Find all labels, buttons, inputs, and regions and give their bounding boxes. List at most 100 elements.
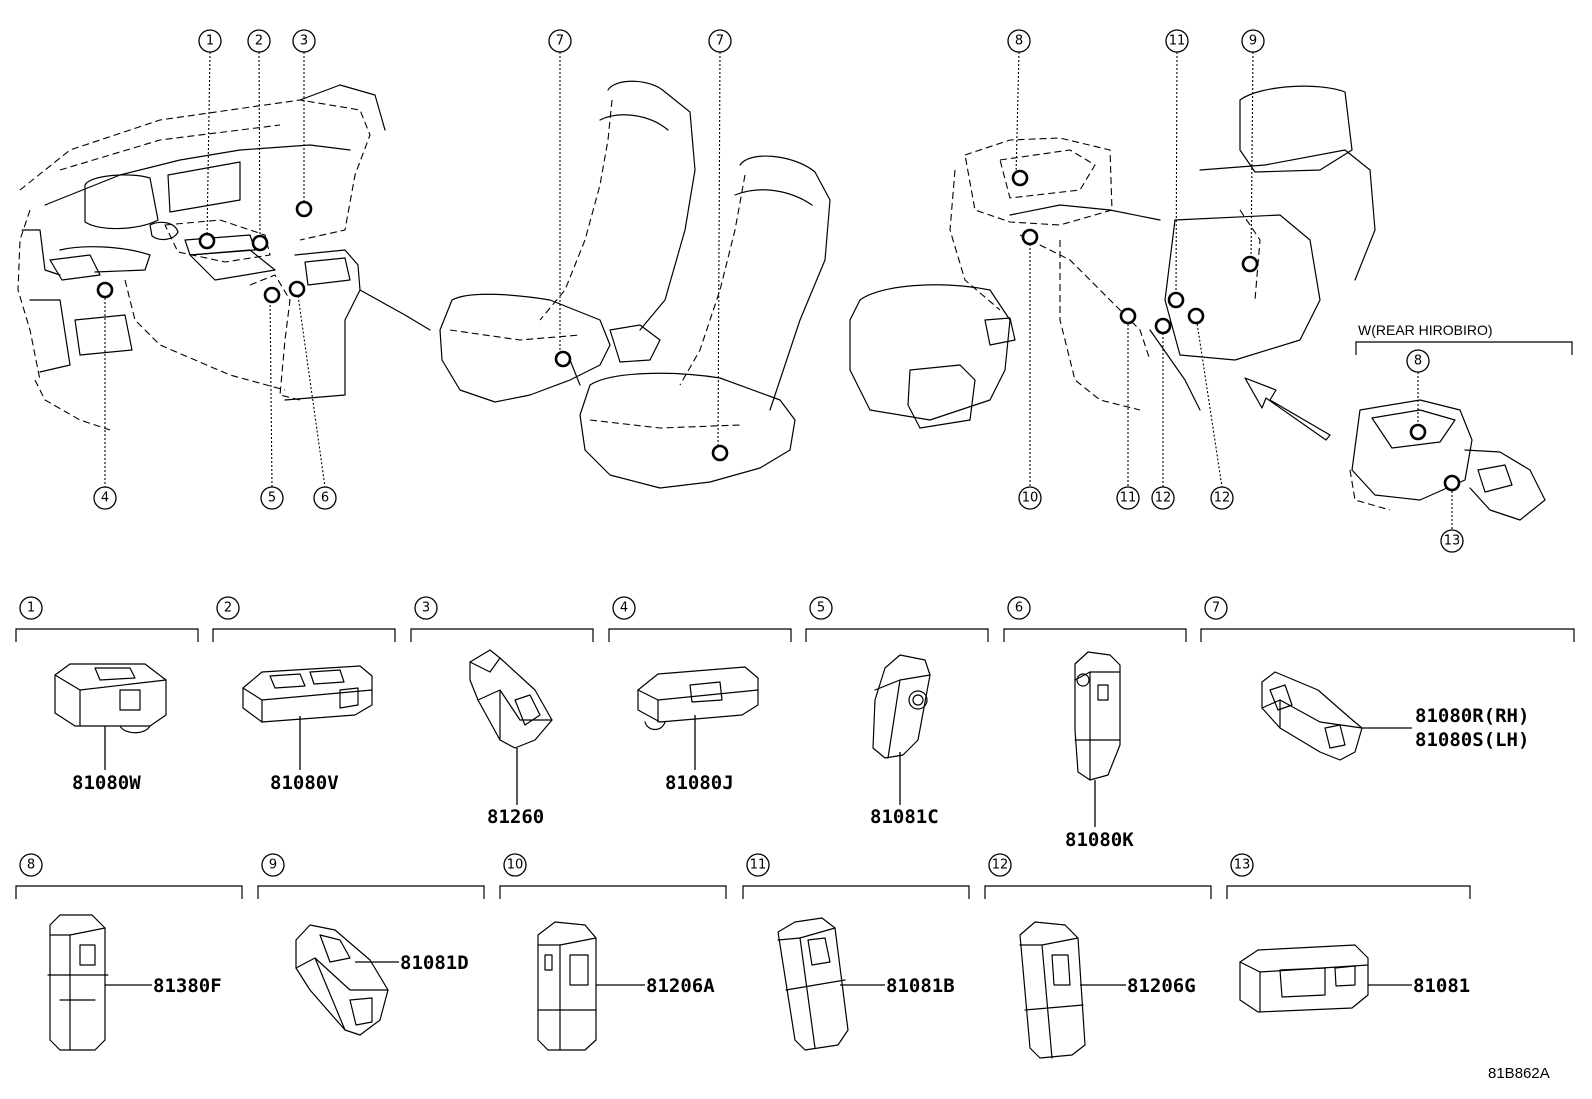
svg-text:7: 7	[1212, 601, 1220, 616]
svg-text:11: 11	[750, 858, 767, 873]
callout-8a: 8	[1007, 29, 1031, 53]
part-ref-12: 12	[984, 853, 1212, 899]
part-ref-8: 8	[15, 853, 243, 899]
svg-text:3: 3	[300, 34, 308, 49]
part-ref-4: 4	[608, 596, 792, 642]
callout-points	[96, 169, 1461, 492]
connector-81081B	[777, 917, 885, 1051]
svg-text:1: 1	[27, 601, 35, 616]
connector-81206A	[537, 921, 645, 1051]
part-ref-2: 2	[212, 596, 396, 642]
parts-row-2: 8 9 10 11 12 13 81380F 81081D	[15, 853, 1471, 1059]
leader-lines	[104, 51, 1453, 530]
part-ref-5: 5	[805, 596, 989, 642]
part-number-81080V: 81080V	[270, 772, 339, 794]
svg-text:6: 6	[321, 491, 329, 506]
part-number-81081C: 81081C	[870, 806, 939, 828]
part-number-81080K: 81080K	[1065, 829, 1134, 851]
callout-7b: 7	[708, 29, 732, 53]
connector-81206G	[1019, 921, 1126, 1059]
svg-text:8: 8	[1414, 354, 1422, 369]
svg-text:13: 13	[1444, 534, 1461, 549]
svg-text:4: 4	[101, 491, 109, 506]
svg-text:12: 12	[992, 858, 1009, 873]
part-number-81080R: 81080R(RH)	[1415, 705, 1529, 727]
connector-81081D	[295, 924, 399, 1036]
part-ref-3: 3	[410, 596, 594, 642]
svg-text:7: 7	[556, 34, 564, 49]
svg-text:10: 10	[1022, 491, 1039, 506]
connector-81080V	[242, 665, 373, 770]
callout-10: 10	[1018, 486, 1042, 510]
svg-text:12: 12	[1214, 491, 1231, 506]
part-number-81260: 81260	[487, 806, 544, 828]
diagram-reference-code: 81B862A	[1488, 1065, 1550, 1082]
rear-seats-illustration	[849, 85, 1376, 441]
part-ref-1: 1	[15, 596, 199, 642]
front-seats-illustration	[439, 80, 831, 489]
callout-3: 3	[292, 29, 316, 53]
svg-text:2: 2	[224, 601, 232, 616]
part-ref-11: 11	[742, 853, 970, 899]
svg-text:11: 11	[1120, 491, 1137, 506]
svg-text:5: 5	[817, 601, 825, 616]
console-detail-illustration	[1349, 399, 1546, 521]
connector-81380F	[47, 914, 152, 1051]
callout-1: 1	[198, 29, 222, 53]
variant-label: W(REAR HIROBIRO)	[1358, 322, 1493, 338]
connector-81260	[469, 649, 553, 805]
connector-81080J	[637, 666, 759, 770]
callout-2: 2	[247, 29, 271, 53]
callout-12a: 12	[1151, 486, 1175, 510]
part-number-81080S: 81080S(LH)	[1415, 729, 1529, 751]
callout-11b: 11	[1116, 486, 1140, 510]
connector-81080W	[54, 663, 167, 770]
svg-text:7: 7	[716, 34, 724, 49]
part-number-81081B: 81081B	[886, 975, 955, 997]
connector-81080K	[1074, 651, 1121, 827]
callout-9: 9	[1241, 29, 1265, 53]
part-number-81081D: 81081D	[400, 952, 469, 974]
callout-7a: 7	[548, 29, 572, 53]
callout-11a: 11	[1165, 29, 1189, 53]
part-ref-13: 13	[1226, 853, 1471, 899]
svg-text:3: 3	[422, 601, 430, 616]
svg-text:13: 13	[1234, 858, 1251, 873]
svg-text:9: 9	[269, 858, 277, 873]
parts-row-1: 1 2 3 4 5 6 7 81080W 81080V	[15, 596, 1575, 851]
connector-81081	[1239, 944, 1412, 1013]
svg-text:6: 6	[1015, 601, 1023, 616]
part-number-81081: 81081	[1413, 975, 1470, 997]
svg-text:9: 9	[1249, 34, 1257, 49]
callout-5: 5	[260, 486, 284, 510]
connector-81080RS	[1261, 671, 1412, 761]
callout-8b: 8	[1406, 349, 1430, 373]
part-number-81206G: 81206G	[1127, 975, 1196, 997]
part-ref-7: 7	[1200, 596, 1575, 642]
top-callouts: 1 2 3 4 5 6 7 7 8 11 9 10 11 12 12 8 13	[93, 29, 1464, 553]
callout-4: 4	[93, 486, 117, 510]
part-number-81380F: 81380F	[153, 975, 222, 997]
callout-13: 13	[1440, 529, 1464, 553]
connector-81081C	[872, 654, 931, 805]
callout-12b: 12	[1210, 486, 1234, 510]
callout-6: 6	[313, 486, 337, 510]
svg-text:5: 5	[268, 491, 276, 506]
svg-text:2: 2	[255, 34, 263, 49]
part-number-81080J: 81080J	[665, 772, 734, 794]
svg-text:12: 12	[1155, 491, 1172, 506]
part-number-81206A: 81206A	[646, 975, 715, 997]
svg-text:1: 1	[206, 34, 214, 49]
variant-bracket: W(REAR HIROBIRO)	[1355, 322, 1573, 355]
part-ref-10: 10	[499, 853, 727, 899]
part-ref-6: 6	[1003, 596, 1187, 642]
svg-text:10: 10	[507, 858, 524, 873]
svg-text:8: 8	[1015, 34, 1023, 49]
dashboard-illustration	[17, 84, 431, 431]
part-ref-9: 9	[257, 853, 485, 899]
svg-text:11: 11	[1169, 34, 1186, 49]
svg-text:4: 4	[620, 601, 628, 616]
svg-text:8: 8	[27, 858, 35, 873]
part-number-81080W: 81080W	[72, 772, 141, 794]
